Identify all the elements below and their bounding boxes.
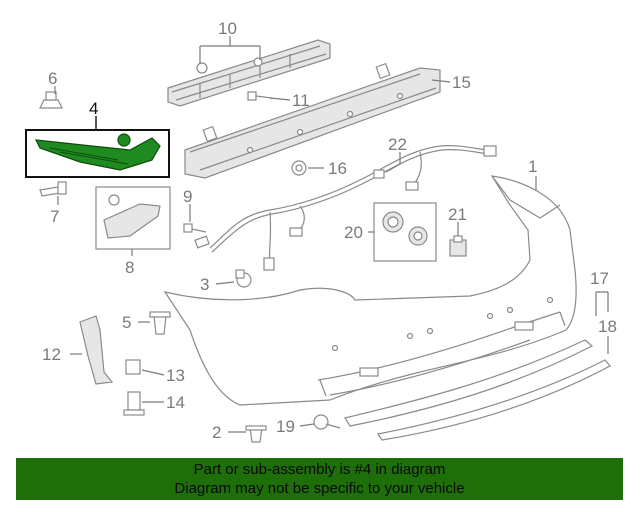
energy-absorber — [167, 39, 331, 107]
leader-lines — [54, 36, 609, 433]
sensor-box-20 — [373, 202, 437, 262]
banner-line-1: Part or sub-assembly is #4 in diagram — [193, 461, 446, 478]
callout-22: 22 — [388, 135, 407, 154]
callout-5: 5 — [122, 313, 131, 332]
bracket-21 — [449, 235, 467, 257]
callout-7: 7 — [50, 207, 59, 226]
bumper-fascia — [163, 175, 577, 406]
bolt-9 — [183, 223, 207, 233]
lower-trim-strips — [344, 339, 611, 441]
callout-17: 17 — [590, 269, 609, 288]
callout-19: 19 — [276, 417, 295, 436]
bolt-7 — [39, 181, 67, 197]
grommet-16 — [291, 160, 307, 176]
callout-12: 12 — [42, 345, 61, 364]
side-bracket-12 — [79, 315, 114, 385]
callout-10: 10 — [218, 19, 237, 38]
callout-11: 11 — [292, 91, 310, 110]
callout-20: 20 — [344, 223, 363, 242]
callout-4: 4 — [89, 99, 98, 118]
screw-2 — [245, 425, 267, 443]
callout-15: 15 — [452, 73, 471, 92]
callout-labels: 10 11 15 6 4 7 8 9 16 22 1 3 5 12 13 14 … — [42, 19, 617, 442]
callout-21: 21 — [448, 205, 467, 224]
callout-18: 18 — [598, 317, 617, 336]
push-pin-14 — [123, 391, 145, 416]
bracket-part-8 — [95, 186, 171, 250]
bolt-19 — [313, 414, 341, 430]
clip-3 — [235, 269, 252, 288]
callout-3: 3 — [200, 275, 209, 294]
callout-14: 14 — [166, 393, 185, 412]
impact-bar — [184, 62, 441, 179]
parts-diagram: 10 11 15 6 4 7 8 9 16 22 1 3 5 12 13 14 … — [25, 19, 617, 443]
clip-6 — [39, 91, 63, 109]
callout-9: 9 — [183, 187, 192, 206]
nut-13 — [125, 359, 141, 375]
callout-13: 13 — [166, 366, 185, 385]
callout-8: 8 — [125, 258, 134, 277]
callout-2: 2 — [212, 423, 221, 442]
wiring-harness — [194, 144, 497, 271]
callout-16: 16 — [328, 159, 347, 178]
callout-1: 1 — [528, 157, 537, 176]
callout-6: 6 — [48, 69, 57, 88]
push-pin-5 — [149, 311, 171, 335]
banner-line-2: Diagram may not be specific to your vehi… — [174, 480, 465, 497]
bolt-11 — [247, 91, 273, 101]
bracket-part-4 — [34, 133, 161, 171]
info-banner: Part or sub-assembly is #4 in diagram Di… — [16, 458, 623, 500]
